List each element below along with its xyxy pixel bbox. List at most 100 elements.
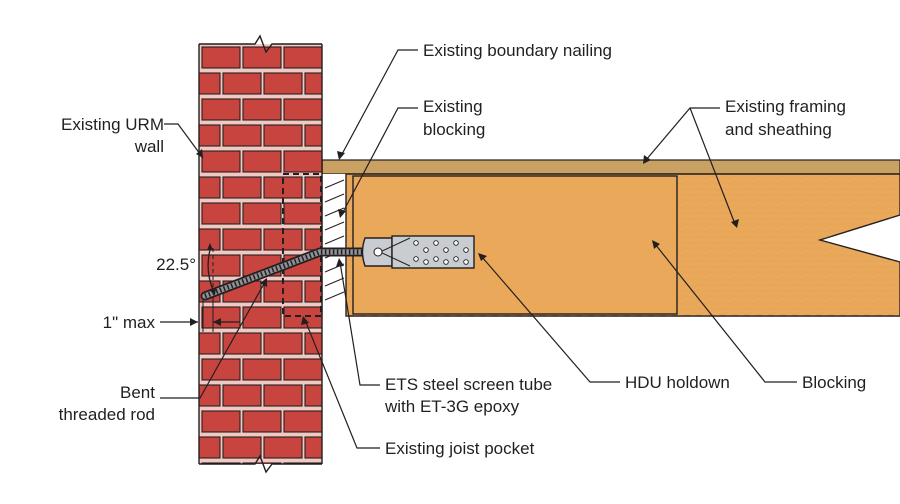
- brick: [182, 489, 220, 504]
- brick: [242, 150, 282, 173]
- holdown-hole: [423, 247, 429, 253]
- brick: [283, 410, 322, 433]
- brick: [304, 176, 322, 199]
- brick: [305, 489, 343, 504]
- nail-mark: [324, 291, 345, 301]
- brick: [223, 489, 261, 504]
- brick: [201, 46, 241, 69]
- label-framing-line2: and sheathing: [725, 120, 832, 139]
- brick: [222, 436, 262, 459]
- holdown-hole: [433, 240, 439, 246]
- label-joist-pocket: Existing joist pocket: [385, 439, 535, 458]
- nail-mark: [324, 179, 345, 189]
- brick: [304, 228, 322, 251]
- wall-break-top: [199, 34, 322, 54]
- holdown-hole: [463, 247, 469, 253]
- sheathing: [321, 159, 900, 175]
- brick: [201, 306, 241, 329]
- brick: [283, 46, 322, 69]
- brick: [264, 489, 302, 504]
- holdown-hole: [463, 259, 469, 265]
- brick: [199, 176, 221, 199]
- labels: Existing URM wall Existing boundary nail…: [59, 41, 867, 458]
- brick: [222, 228, 262, 251]
- label-urm-wall-line2: wall: [134, 137, 164, 156]
- label-blocking: Blocking: [802, 373, 866, 392]
- label-existing-blocking-line1: Existing: [423, 97, 483, 116]
- bent-threaded-rod: [200, 247, 370, 301]
- joist-pocket-void: [322, 174, 346, 316]
- brick: [222, 124, 262, 147]
- brick: [283, 202, 322, 225]
- brick: [222, 384, 262, 407]
- label-existing-blocking-line2: blocking: [423, 120, 485, 139]
- nail-mark: [324, 235, 345, 245]
- holdown-hole: [413, 240, 419, 246]
- label-bent-rod-line1: Bent: [120, 383, 155, 402]
- brick: [283, 150, 322, 173]
- angle-dimension: [207, 243, 216, 300]
- brick: [201, 358, 241, 381]
- brick: [263, 436, 303, 459]
- brick: [283, 98, 322, 121]
- brick: [242, 410, 282, 433]
- brick: [199, 436, 221, 459]
- nail-mark: [324, 277, 345, 287]
- brick: [263, 332, 303, 355]
- brick: [304, 124, 322, 147]
- urm-brick-wall: [182, 34, 343, 504]
- label-bent-rod-line2: threaded rod: [59, 405, 155, 424]
- brick: [263, 384, 303, 407]
- brick: [199, 72, 221, 95]
- brick: [199, 332, 221, 355]
- brick: [222, 176, 262, 199]
- brick: [201, 150, 241, 173]
- brick: [263, 72, 303, 95]
- holdown-hole: [413, 256, 419, 262]
- brick: [222, 72, 262, 95]
- brick: [201, 98, 241, 121]
- brick: [199, 228, 221, 251]
- label-ets-line1: ETS steel screen tube: [385, 375, 552, 394]
- holdown-hole: [443, 247, 449, 253]
- holdown-hole: [453, 256, 459, 262]
- brick: [201, 462, 241, 464]
- label-angle: 22.5°: [156, 255, 196, 274]
- label-framing-line1: Existing framing: [725, 97, 846, 116]
- brick: [201, 202, 241, 225]
- brick: [201, 254, 241, 277]
- brick: [263, 124, 303, 147]
- brick: [304, 280, 322, 303]
- holdown-hole: [423, 259, 429, 265]
- holdown-hole: [433, 256, 439, 262]
- label-max-dimension: 1" max: [103, 313, 156, 332]
- label-urm-wall-line1: Existing URM: [61, 115, 164, 134]
- brick: [304, 436, 322, 459]
- brick: [304, 384, 322, 407]
- label-hdu-holdown: HDU holdown: [625, 373, 730, 392]
- wall-break-bottom: [199, 454, 322, 474]
- brick: [242, 306, 282, 329]
- brick: [222, 332, 262, 355]
- brick: [242, 462, 282, 464]
- brick: [304, 72, 322, 95]
- brick: [242, 46, 282, 69]
- brick: [283, 358, 322, 381]
- brick: [201, 410, 241, 433]
- brick: [283, 462, 322, 464]
- brick: [242, 98, 282, 121]
- nail-mark: [324, 207, 345, 217]
- nail-mark: [324, 193, 345, 203]
- brick: [199, 124, 221, 147]
- brick: [304, 332, 322, 355]
- label-boundary-nailing: Existing boundary nailing: [423, 41, 612, 60]
- max-dimension: [160, 300, 240, 332]
- holdown-hole: [443, 259, 449, 265]
- label-ets-line2: with ET-3G epoxy: [384, 397, 520, 416]
- brick: [242, 202, 282, 225]
- hdu-holdown: [361, 235, 475, 269]
- nail-mark: [324, 221, 345, 231]
- brick: [242, 358, 282, 381]
